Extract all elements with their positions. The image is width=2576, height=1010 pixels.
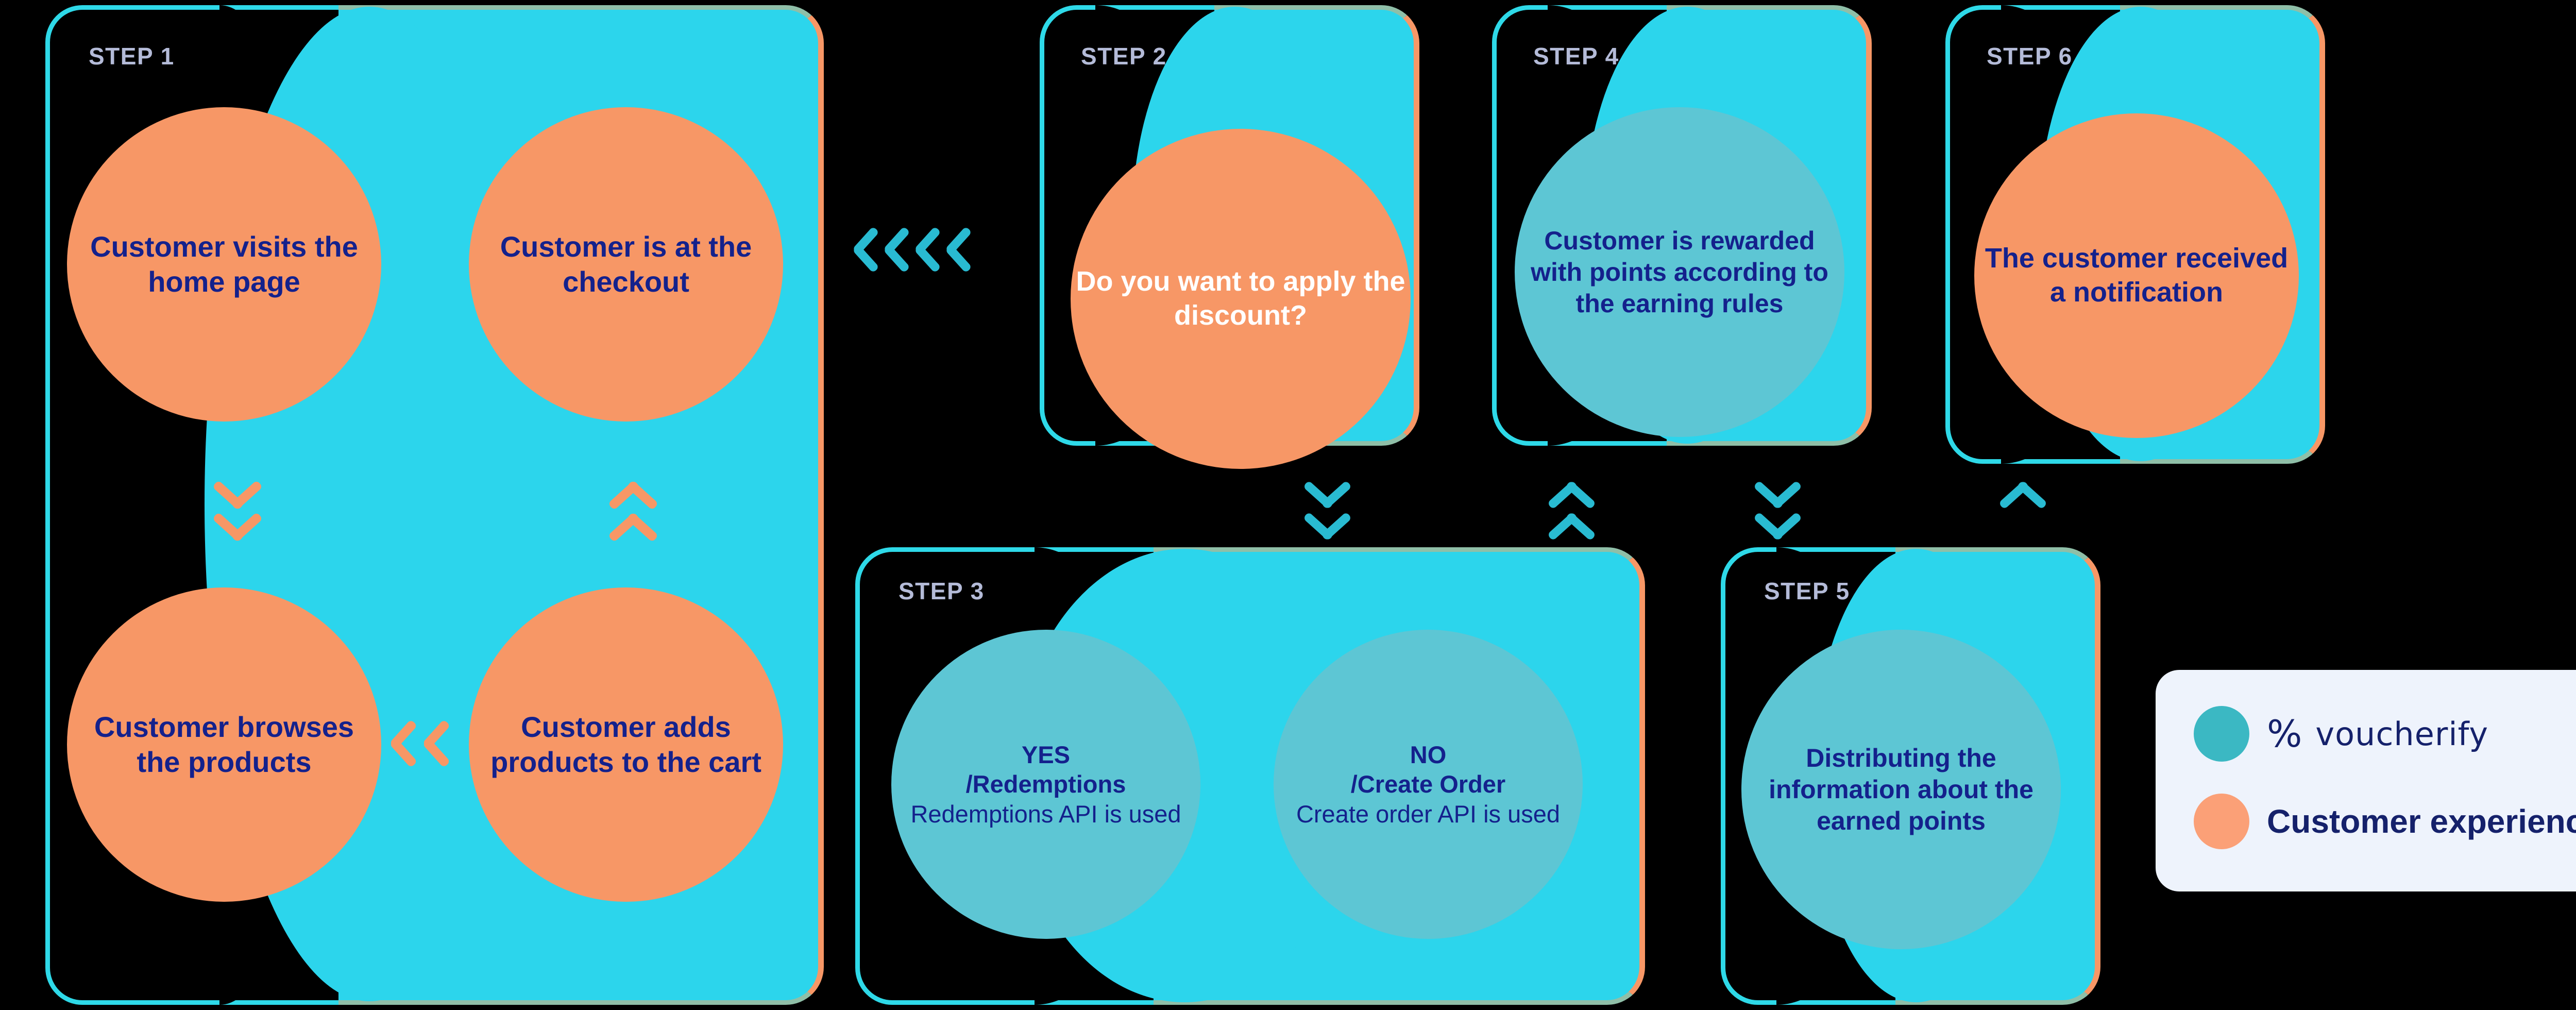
legend-dot-voucherify: [2194, 706, 2249, 762]
bubble-yes-title: YES: [1021, 741, 1071, 768]
voucherify-logo: % voucherify: [2267, 715, 2488, 753]
step-3-label: STEP 3: [899, 578, 985, 604]
legend-box: % voucherify Customer experience: [2156, 670, 2576, 891]
bubble-yes-body: Redemptions API is used: [910, 800, 1181, 828]
bubble-customer-visits-home-page[interactable]: Customer visits the home page: [67, 107, 381, 422]
connector-step1-to-step2: [850, 224, 1005, 281]
chevron-down-icon: [210, 511, 264, 547]
chevron-down-icon: [1751, 479, 1804, 514]
bubble-yes-subtitle: /Redemptions: [965, 770, 1126, 798]
bubble-customer-rewarded-points[interactable]: Customer is rewarded with points accordi…: [1515, 107, 1844, 437]
chevron-down-icon: [1300, 479, 1354, 514]
step-1-label: STEP 1: [89, 43, 175, 70]
chevron-right-icon: [943, 224, 980, 278]
chevron-up-icon: [1996, 479, 2049, 514]
bubble-no-subtitle: /Create Order: [1350, 770, 1506, 798]
chevron-down-icon: [1751, 511, 1804, 546]
step-5-label: STEP 5: [1764, 578, 1850, 604]
connector-step5-to-step6: [1992, 479, 2054, 536]
connector-step4-to-step5: [1747, 479, 1808, 567]
bubble-no-body: Create order API is used: [1296, 800, 1561, 828]
bubble-customer-adds-products[interactable]: Customer adds products to the cart: [469, 587, 783, 902]
legend-row-customer-experience: Customer experience: [2194, 794, 2576, 849]
step-2-label: STEP 2: [1081, 43, 1167, 70]
bubble-distributing-information[interactable]: Distributing the information about the e…: [1741, 630, 2061, 949]
step-6-label: STEP 6: [1987, 43, 2073, 70]
legend-dot-customer-experience: [2194, 794, 2249, 849]
percent-icon: %: [2267, 712, 2302, 755]
connector-browse-to-cart: [387, 717, 475, 774]
bubble-customer-browses-products[interactable]: Customer browses the products: [67, 587, 381, 902]
step-4-label: STEP 4: [1533, 43, 1619, 70]
chevron-right-icon: [387, 717, 426, 771]
bubble-no-title: NO: [1410, 741, 1447, 768]
bubble-yes-redemptions[interactable]: YES /Redemptions Redemptions API is used: [891, 630, 1200, 939]
voucherify-wordmark: voucherify: [2315, 715, 2489, 753]
chevron-up-icon: [1545, 479, 1598, 514]
connector-home-to-browse: [206, 479, 268, 567]
chevron-down-icon: [1300, 511, 1354, 546]
connector-cart-to-checkout: [602, 479, 664, 567]
connector-step3-to-step4: [1540, 479, 1602, 567]
chevron-up-icon: [605, 479, 660, 515]
connector-step2-to-step3: [1296, 479, 1358, 567]
bubble-apply-discount-question[interactable]: Do you want to apply the discount?: [1071, 129, 1411, 469]
bubble-customer-received-notification[interactable]: The customer received a notification: [1974, 113, 2299, 438]
chevron-up-icon: [605, 511, 660, 547]
chevron-up-icon: [1545, 511, 1598, 546]
bubble-customer-is-at-checkout[interactable]: Customer is at the checkout: [469, 107, 783, 422]
chevron-down-icon: [210, 479, 264, 515]
bubble-no-create-order[interactable]: NO /Create Order Create order API is use…: [1274, 630, 1583, 939]
legend-row-voucherify: % voucherify: [2194, 706, 2488, 762]
legend-label-customer-experience: Customer experience: [2267, 803, 2576, 840]
chevron-right-icon: [420, 717, 459, 771]
